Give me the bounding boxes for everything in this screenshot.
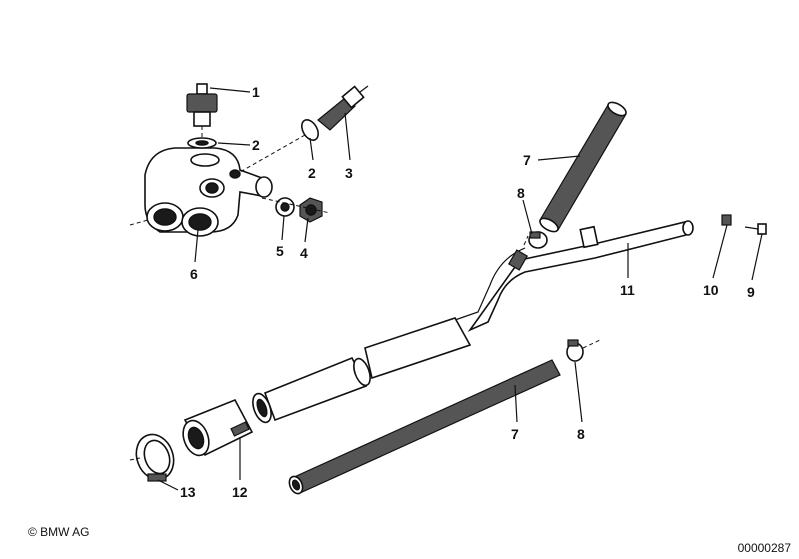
seal-ring [275, 197, 295, 217]
gasket-ring [187, 137, 217, 149]
connecting-sleeve [182, 398, 254, 457]
callout-6: 6 [190, 266, 198, 282]
temperature-sensor [186, 83, 218, 148]
callout-9: 9 [747, 284, 755, 300]
callout-8-lower: 8 [577, 426, 585, 442]
callout-10: 10 [703, 282, 719, 298]
document-number: 00000287 [737, 541, 791, 555]
hose-clip-upper [528, 231, 548, 249]
thermostat-housing [144, 147, 273, 237]
callout-2-upper: 2 [252, 137, 260, 153]
hose-clamp [129, 433, 175, 482]
callout-5: 5 [276, 243, 284, 259]
union-nut [299, 197, 323, 223]
callout-4: 4 [300, 245, 308, 261]
bolt [744, 223, 767, 235]
leader-lines [157, 87, 763, 491]
copyright-notice: © BMW AG [28, 525, 90, 539]
temperature-sender [239, 85, 369, 173]
callout-7-lower: 7 [511, 426, 519, 442]
callout-2-lower: 2 [308, 165, 316, 181]
hose-clip-lower [566, 339, 601, 362]
callout-7-upper: 7 [523, 152, 531, 168]
callout-8-upper: 8 [517, 185, 525, 201]
callout-11: 11 [620, 282, 635, 298]
callout-13: 13 [180, 484, 196, 500]
hose-upper [539, 101, 627, 233]
hose-section [252, 317, 472, 424]
callout-1: 1 [252, 84, 260, 100]
callout-12: 12 [232, 484, 248, 500]
nut [721, 214, 732, 226]
water-pipe [454, 220, 694, 332]
callout-labels: 1 2 2 3 4 5 6 7 7 8 8 9 10 11 12 13 [180, 84, 755, 500]
callout-3: 3 [345, 165, 353, 181]
hose-lower [288, 359, 561, 495]
